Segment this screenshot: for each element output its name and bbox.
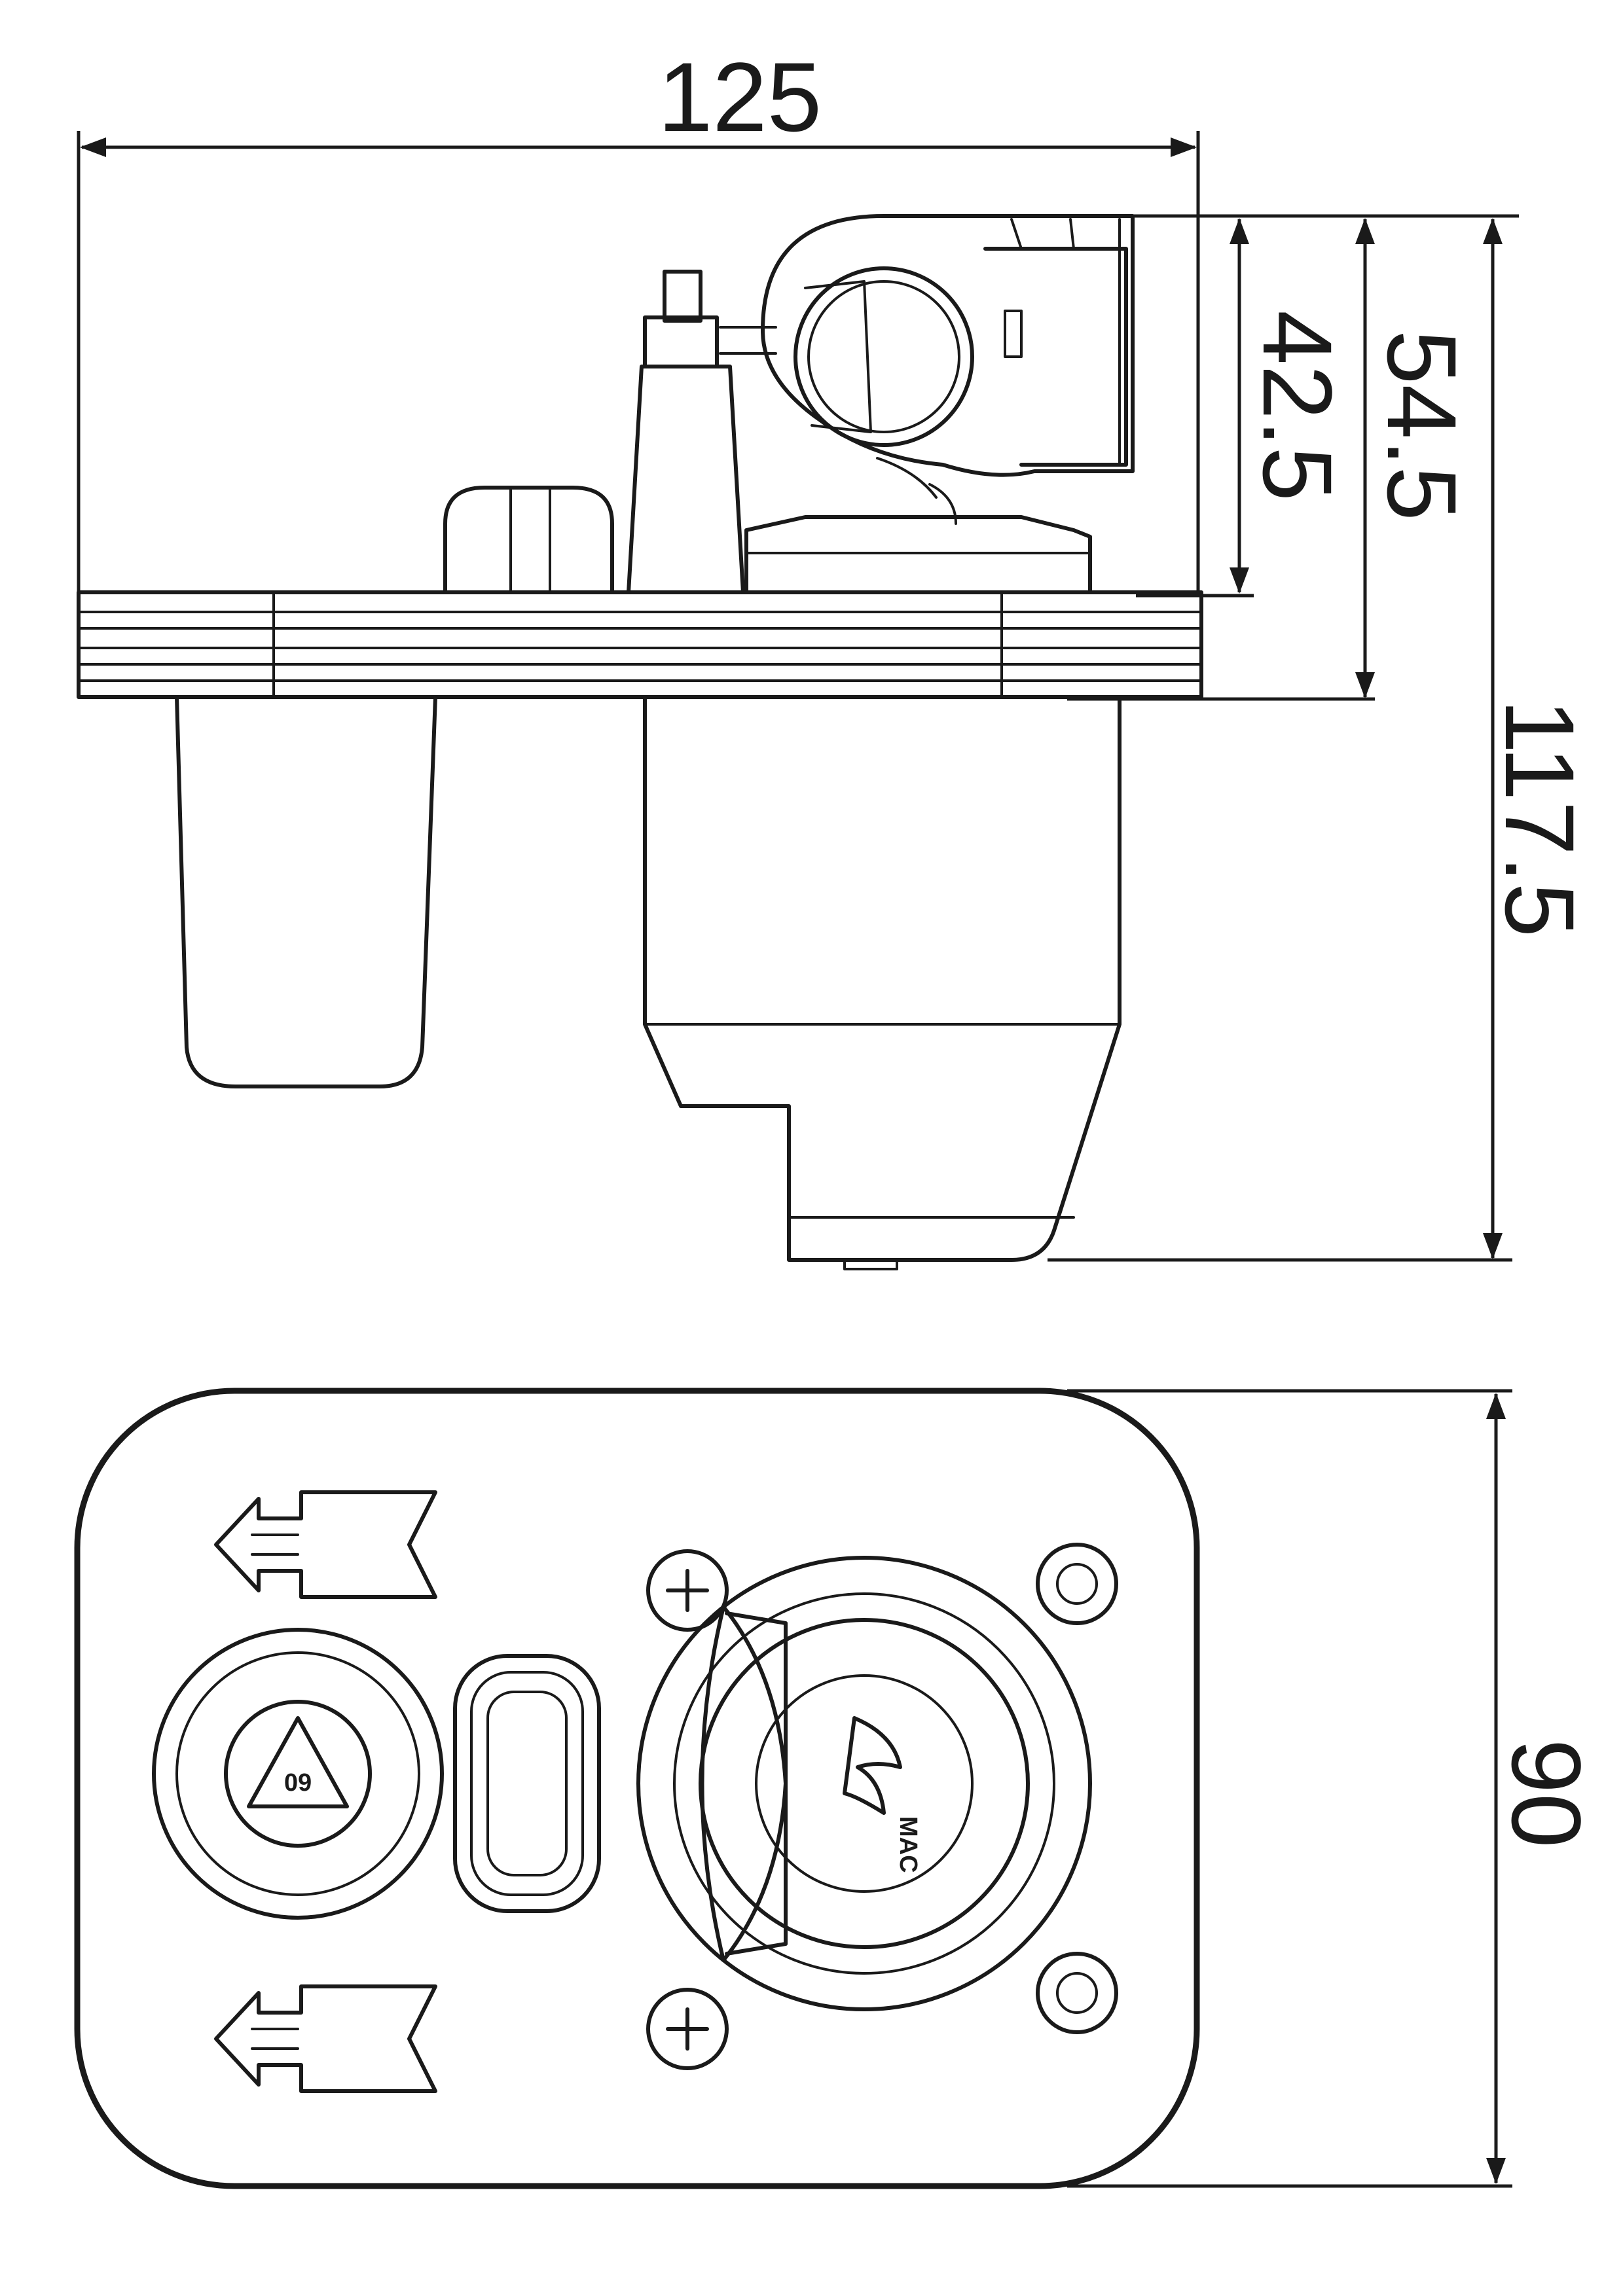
brand-logo-text: MAC	[894, 1816, 922, 1873]
clamp-base	[744, 515, 1092, 594]
dimension-width: 125	[77, 42, 1200, 592]
left-cup	[175, 695, 437, 1088]
housing-outline	[74, 1388, 1200, 2189]
dimension-height-total: 117.5	[1483, 218, 1595, 1259]
cap-label: 60	[284, 1768, 312, 1795]
oval-window	[453, 1654, 601, 1913]
hole-bottom-right	[1036, 1952, 1118, 2034]
plan-view: 60 MAC	[74, 1388, 1601, 2189]
dimension-height-upper: 42.5	[1230, 218, 1353, 594]
dimension-height-flange: 54.5	[1355, 218, 1477, 698]
dimension-depth: 90	[1067, 1389, 1601, 2188]
dimension-label-42-5: 42.5	[1243, 310, 1353, 501]
screw-bottom-left	[646, 1988, 729, 2070]
dimension-label-125: 125	[658, 42, 822, 152]
screw-top-left	[646, 1549, 729, 1632]
flow-arrow-bottom-icon	[214, 1984, 437, 2093]
dimension-label-90: 90	[1491, 1739, 1601, 1848]
valve-column	[627, 270, 777, 594]
valve-disc: MAC	[636, 1556, 1092, 2011]
top-dome	[443, 486, 614, 594]
main-body	[643, 695, 1122, 1270]
dimension-label-54-5: 54.5	[1367, 330, 1477, 521]
hole-top-right	[1036, 1543, 1118, 1625]
flange-plate	[77, 590, 1203, 699]
side-view: 125 42.5 54.5 117.5	[77, 42, 1595, 1270]
flow-arrow-top-icon	[214, 1490, 437, 1599]
clamp-ring	[761, 214, 1135, 525]
round-cap: 60	[152, 1628, 444, 1920]
brand-logo-icon	[843, 1716, 902, 1815]
dimension-label-117-5: 117.5	[1485, 699, 1595, 937]
